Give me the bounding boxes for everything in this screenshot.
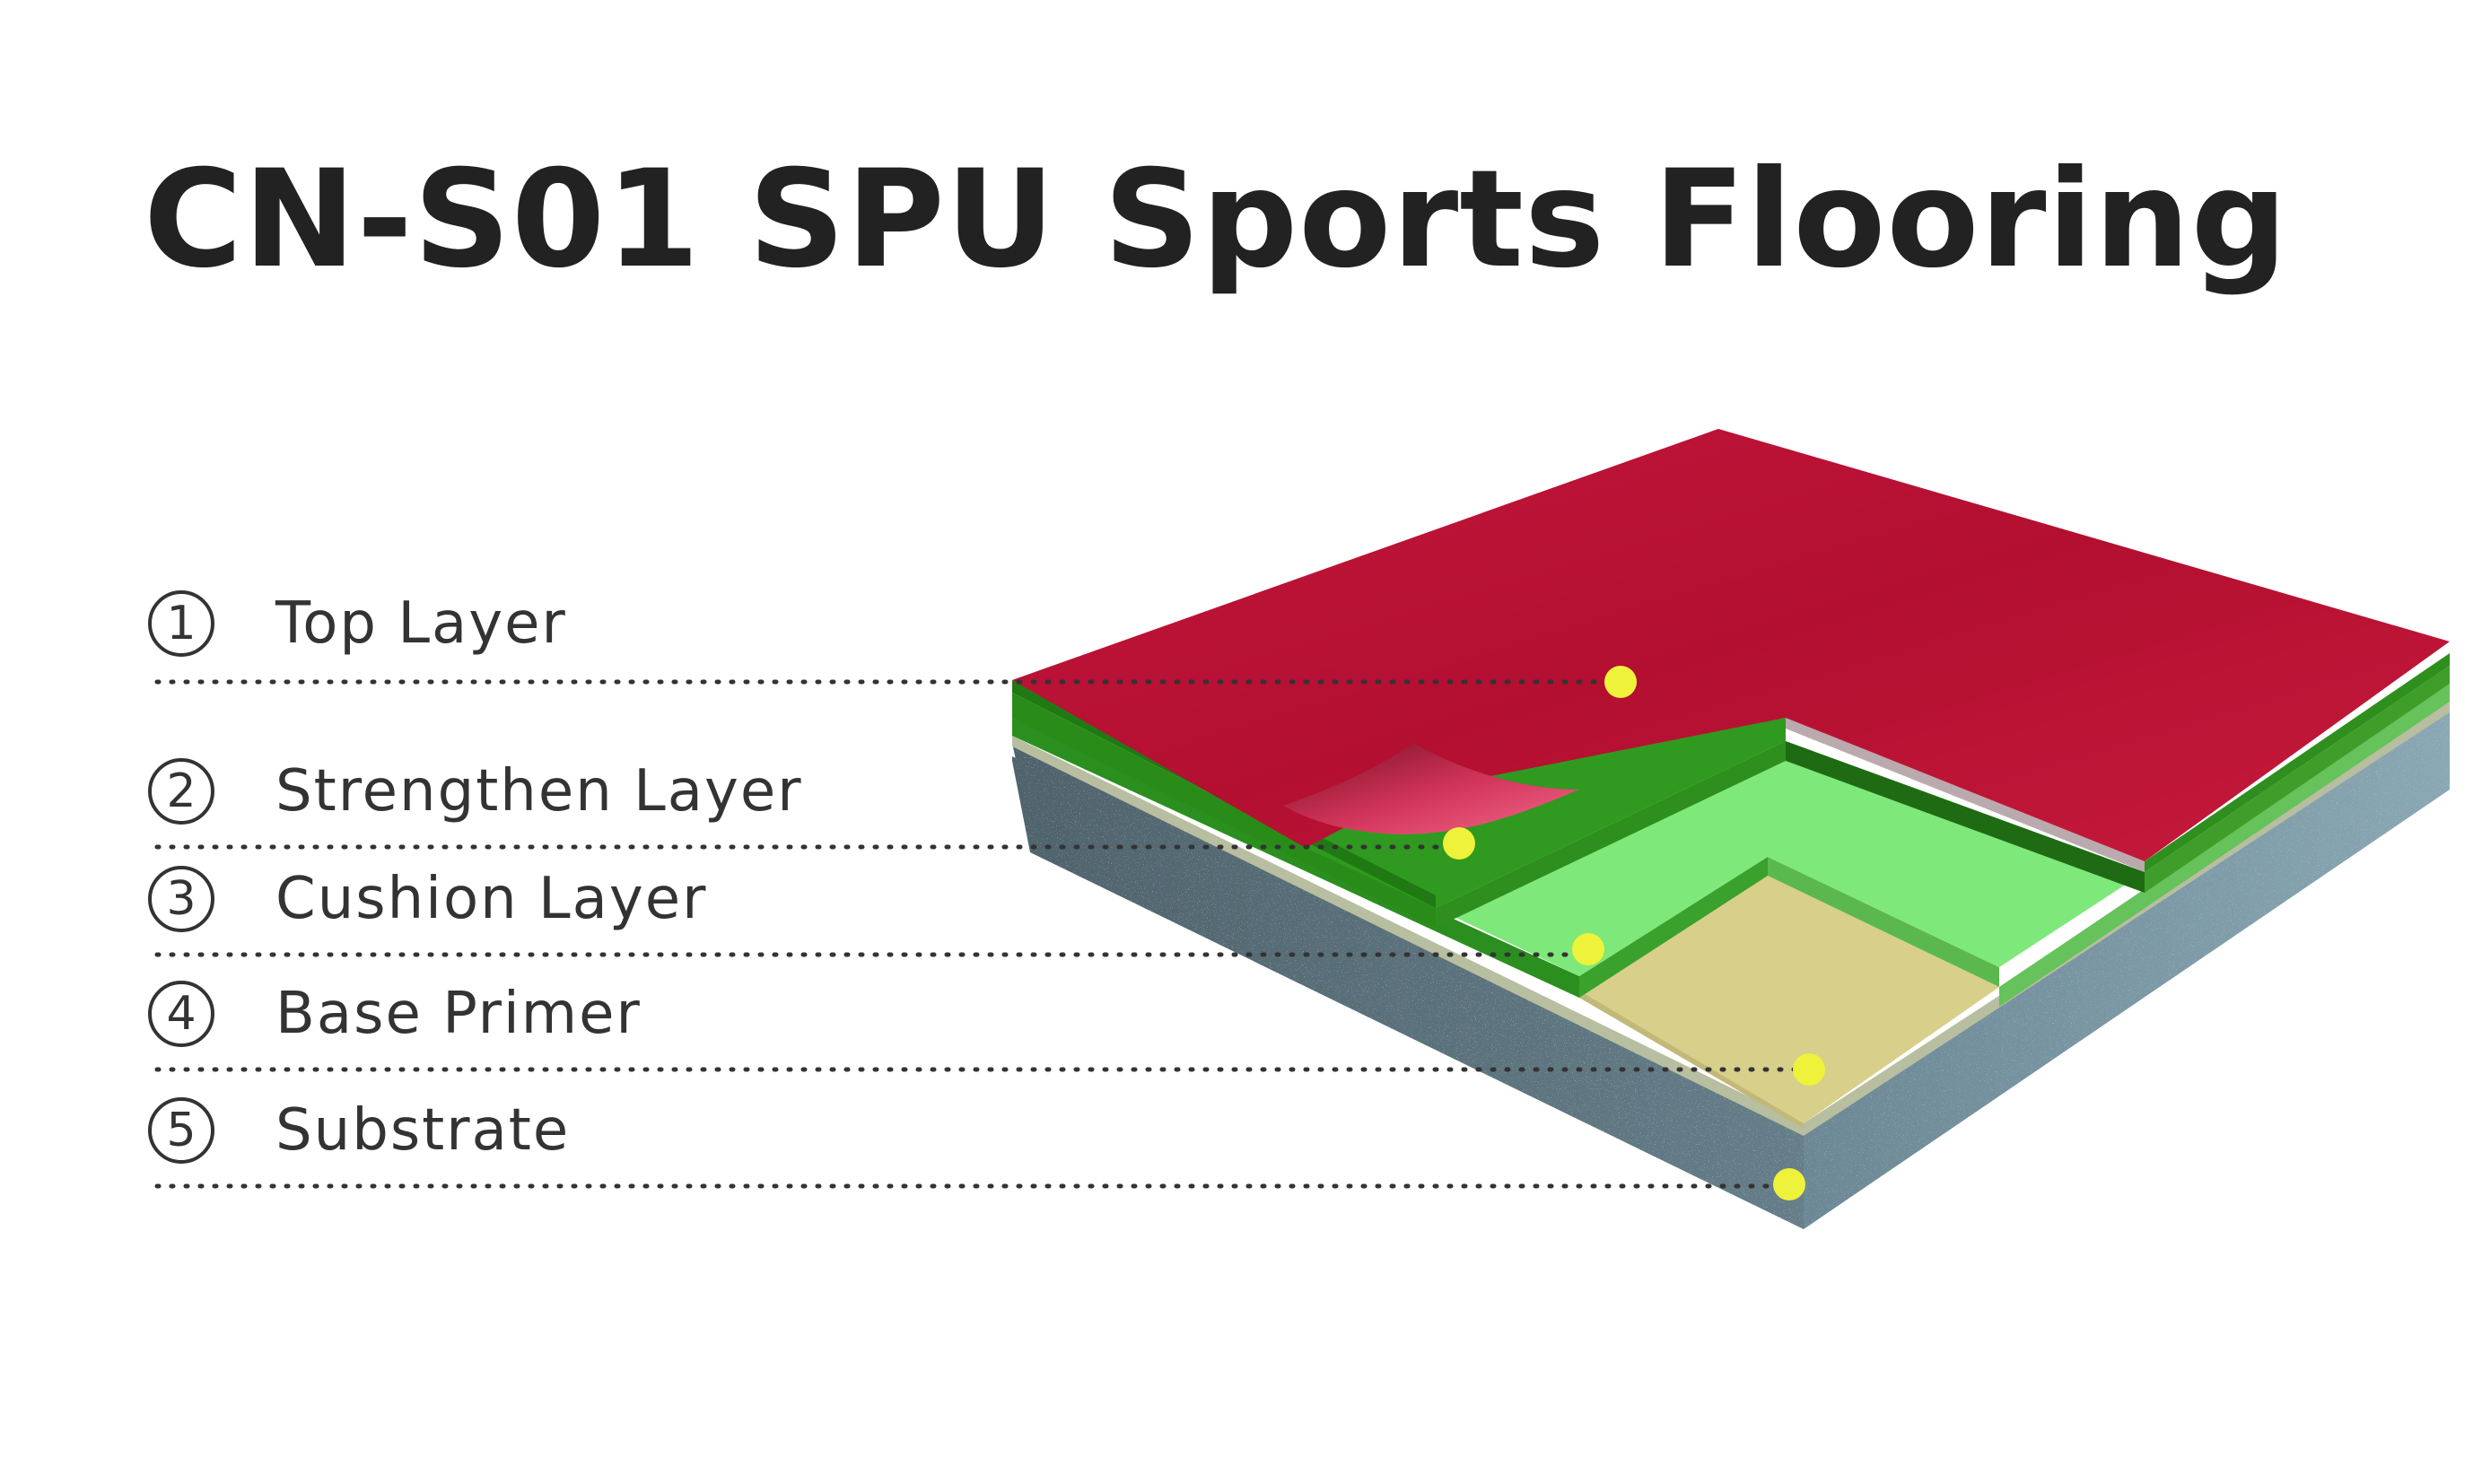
layer-number-badge: 2 <box>148 758 214 825</box>
strengthen-step-front <box>1436 741 1786 928</box>
layer-name: Substrate <box>275 1097 571 1164</box>
cushion-step-right <box>1768 857 1999 987</box>
cushion-right-face <box>1999 684 2450 1007</box>
layer-number-badge: 5 <box>148 1097 214 1164</box>
layer-label-strengthen-layer: 2 Strengthen Layer <box>148 746 803 836</box>
layer-name: Top Layer <box>275 590 567 657</box>
substrate-speckle-front <box>1012 743 1804 1229</box>
substrate-block <box>1012 702 2450 1229</box>
top-layer-peel-curl <box>1283 743 1579 834</box>
top-layer-right-face <box>2145 653 2450 872</box>
cushion-layer-block <box>1012 684 2450 1007</box>
strengthen-step-right <box>1786 741 2145 893</box>
layer-name: Strengthen Layer <box>275 758 803 825</box>
strengthen-right-face <box>2145 666 2450 893</box>
base-primer-surface <box>1579 876 1999 1123</box>
layer-number-badge: 1 <box>148 590 214 657</box>
strengthen-layer-surface <box>1283 718 1786 908</box>
top-layer-surface <box>1012 429 2450 861</box>
leader-lines <box>154 679 1812 1189</box>
top-layer-step-edge <box>1786 718 2145 872</box>
strengthen-front-face <box>1012 693 1436 928</box>
marker-substrate <box>1773 1168 1805 1200</box>
layer-label-base-primer: 4 Base Primer <box>148 969 642 1059</box>
layer-number-badge: 4 <box>148 981 214 1047</box>
page-title: CN-S01 SPU Sports Flooring <box>144 142 2289 298</box>
cushion-layer-surface <box>1436 741 2145 976</box>
top-layer-block <box>1012 429 2450 908</box>
layer-name: Cushion Layer <box>275 866 708 932</box>
layer-markers <box>1443 666 1825 1200</box>
layer-label-top-layer: 1 Top Layer <box>148 579 567 668</box>
layer-label-cushion-layer: 3 Cushion Layer <box>148 854 707 944</box>
marker-strengthen-layer <box>1443 827 1475 860</box>
cushion-step-front <box>1579 857 1768 998</box>
layer-number-badge: 3 <box>148 866 214 932</box>
substrate-speckle-right <box>1804 709 2450 1229</box>
layer-label-substrate: 5 Substrate <box>148 1086 570 1175</box>
layer-name: Base Primer <box>275 981 642 1047</box>
base-primer-surface-front <box>1579 991 1804 1129</box>
strengthen-layer-block <box>1012 666 2450 928</box>
marker-cushion-layer <box>1572 933 1604 965</box>
marker-base-primer <box>1793 1053 1825 1086</box>
marker-top-layer <box>1604 666 1637 698</box>
